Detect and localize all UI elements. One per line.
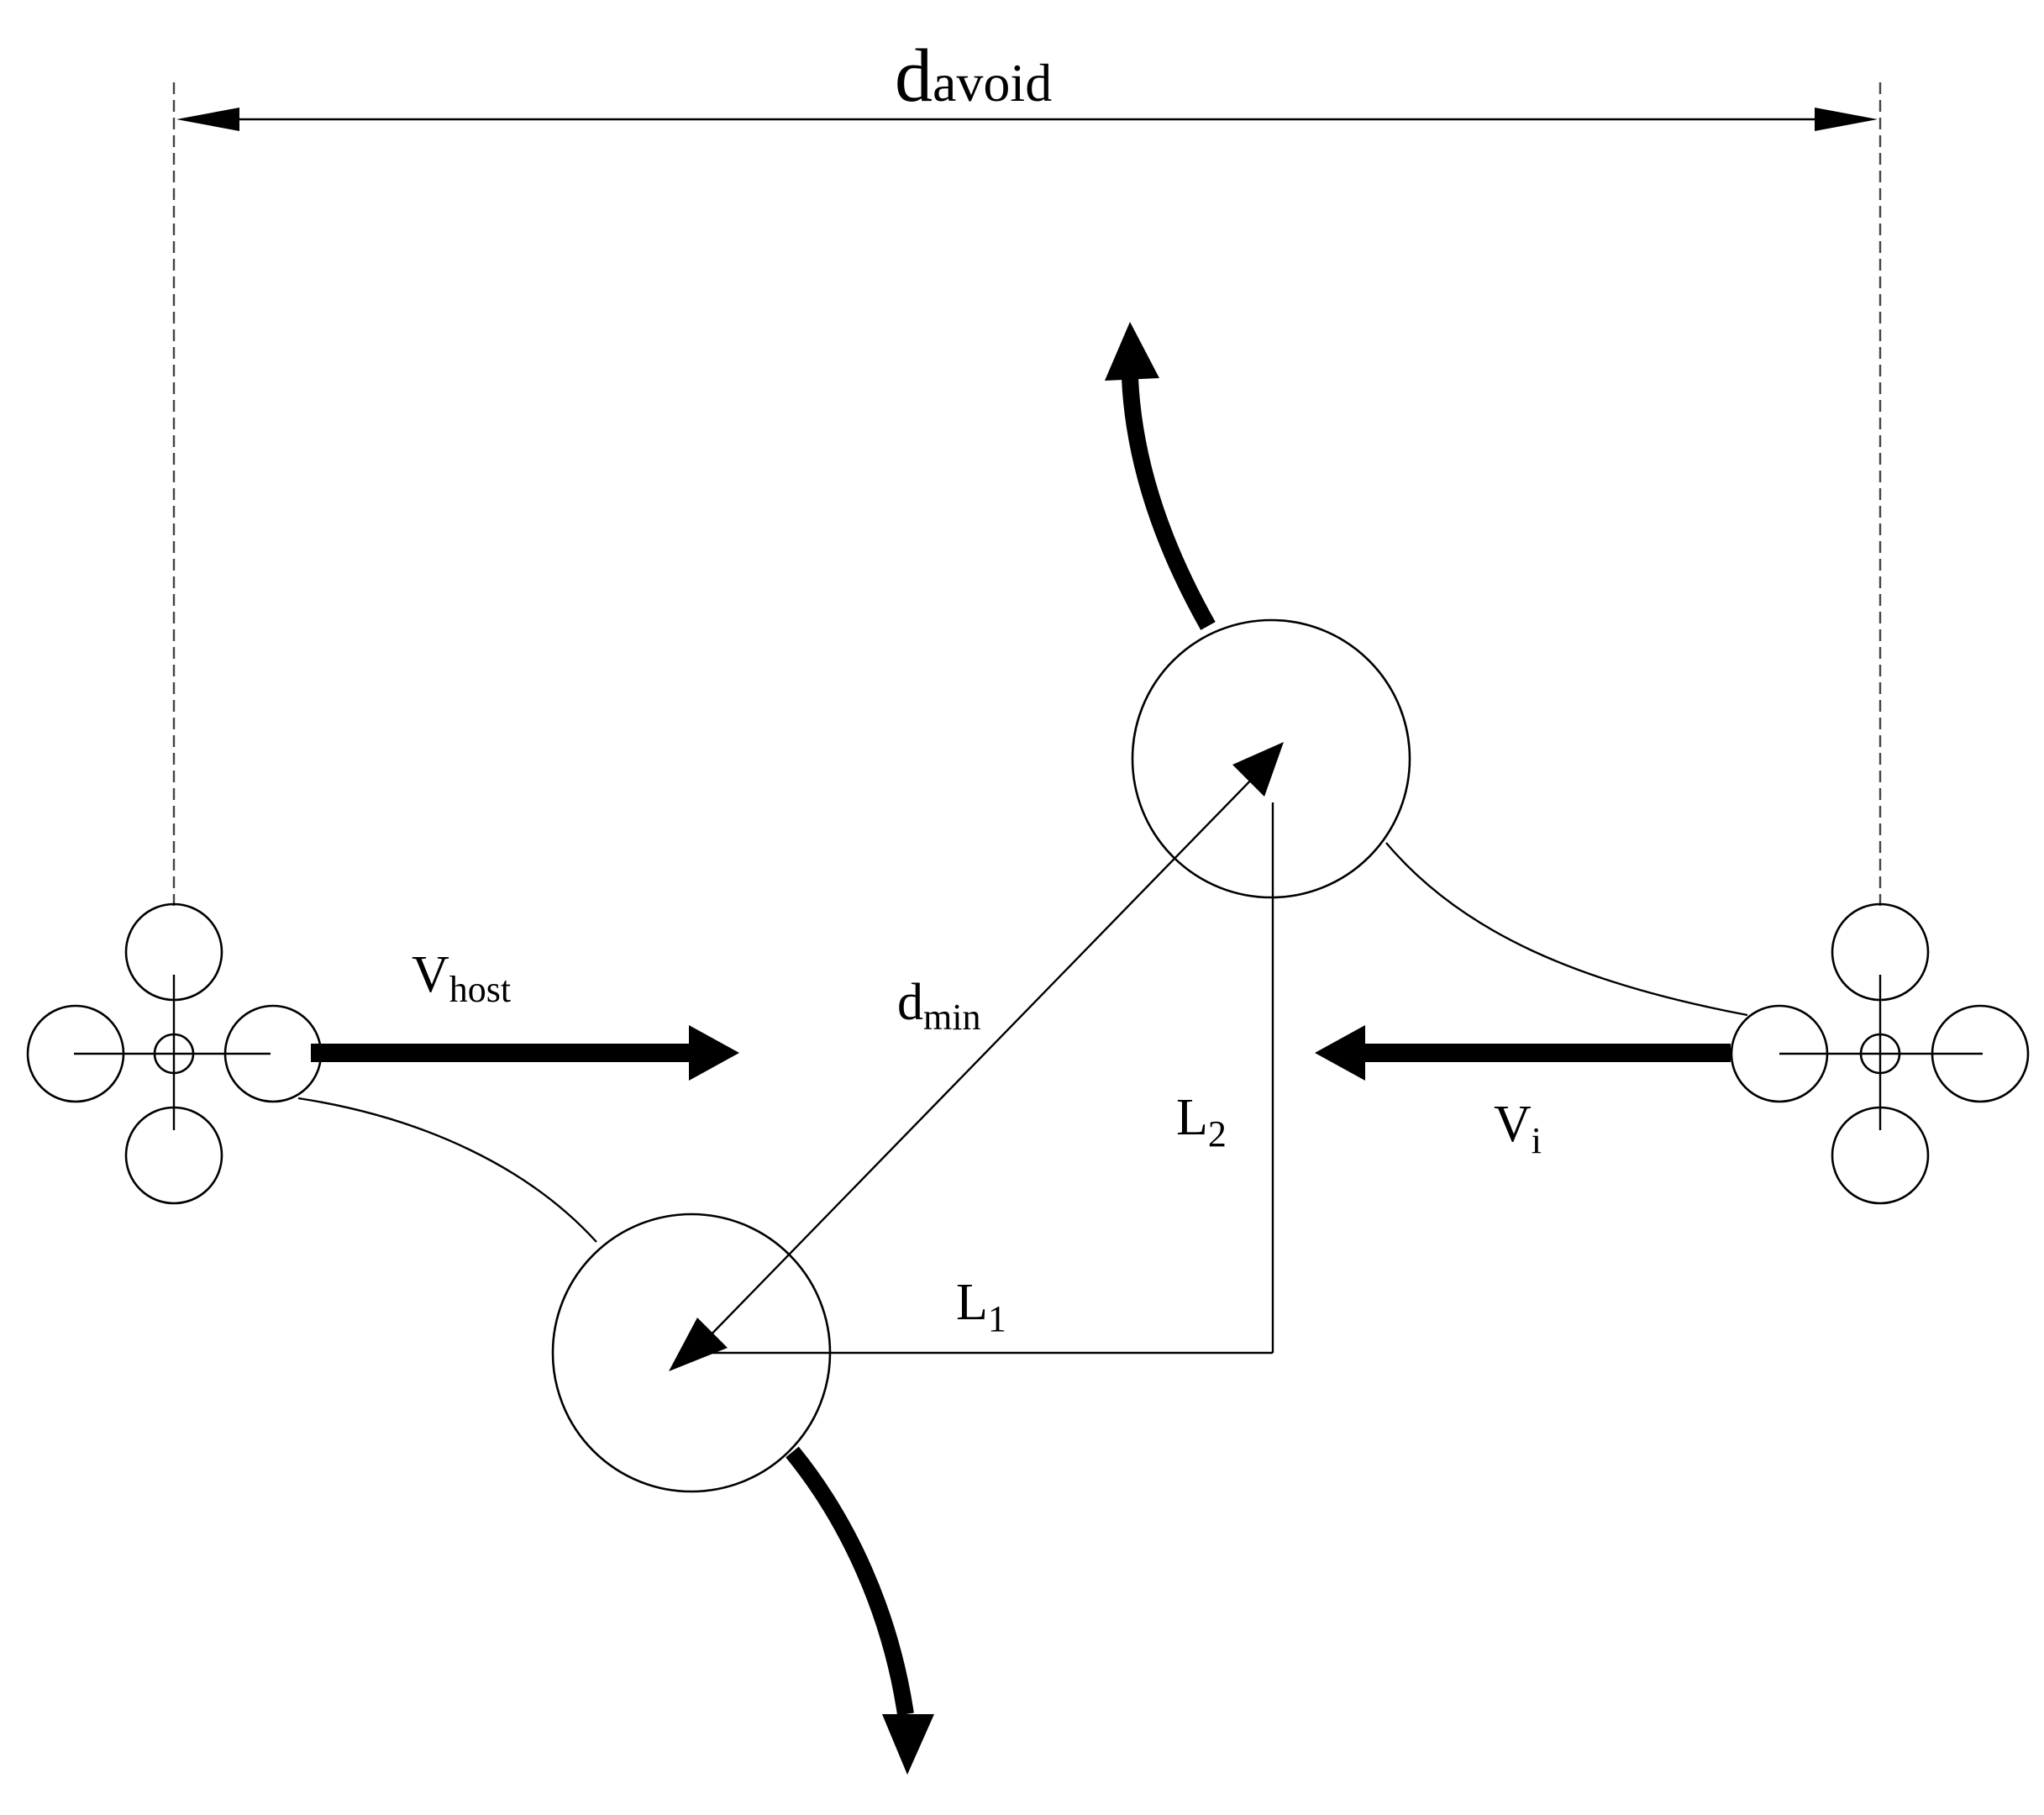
d-min-main: d: [897, 974, 923, 1031]
host-escape-arrowhead: [882, 1714, 934, 1775]
host-trajectory-curve: [297, 1097, 597, 1243]
v-host-label: Vhost: [412, 946, 511, 1010]
l2-subscript: 2: [1208, 1113, 1227, 1155]
v-i-arrow: Vi: [1315, 1025, 1731, 1161]
d-avoid-left-arrowhead: [176, 108, 239, 131]
l1-label: L1: [956, 1274, 1006, 1339]
d-avoid-subscript: avoid: [933, 53, 1052, 113]
intruder-escape-curve: [1122, 377, 1216, 630]
l-legs: L1 L2: [691, 802, 1274, 1355]
intruder-escape-arrowhead: [1105, 322, 1159, 381]
v-i-label: Vi: [1494, 1096, 1542, 1161]
d-min-subscript: min: [923, 997, 980, 1038]
l2-main: L: [1176, 1089, 1208, 1146]
l1-main: L: [956, 1274, 988, 1331]
d-avoid-right-arrowhead: [1815, 108, 1878, 131]
d-min-lower-arrowhead: [669, 1318, 728, 1371]
host-drone-quadrotor-icon: [26, 902, 323, 1205]
d-min-line: [701, 770, 1261, 1345]
v-host-subscript: host: [449, 969, 511, 1010]
d-avoid-dimension: davoid: [172, 34, 1882, 912]
host-escape-curve: [786, 1446, 914, 1716]
intruder-escape-arrow: [1105, 322, 1216, 630]
v-i-main: V: [1494, 1096, 1532, 1153]
v-host-arrow: Vhost: [311, 946, 739, 1081]
v-i-arrowhead: [1315, 1025, 1365, 1081]
v-i-shaft: [1361, 1044, 1731, 1062]
d-avoid-main: d: [895, 34, 933, 118]
v-i-subscript: i: [1532, 1120, 1542, 1161]
v-host-shaft: [311, 1044, 697, 1062]
intruder-trajectory-curve: [1385, 842, 1748, 1017]
v-host-main: V: [412, 946, 449, 1003]
d-min-measure: dmin: [669, 742, 1284, 1371]
l1-subscript: 1: [988, 1298, 1006, 1339]
d-min-upper-arrowhead: [1232, 742, 1284, 797]
host-escape-arrow: [786, 1446, 934, 1775]
d-min-label: dmin: [897, 974, 980, 1038]
intruder-drone-quadrotor-icon: [1730, 902, 2030, 1205]
l2-label: L2: [1176, 1089, 1227, 1155]
intruder-avoidance-circle: [1131, 618, 1411, 899]
d-avoid-label: davoid: [895, 34, 1052, 118]
v-host-arrowhead: [689, 1025, 739, 1081]
